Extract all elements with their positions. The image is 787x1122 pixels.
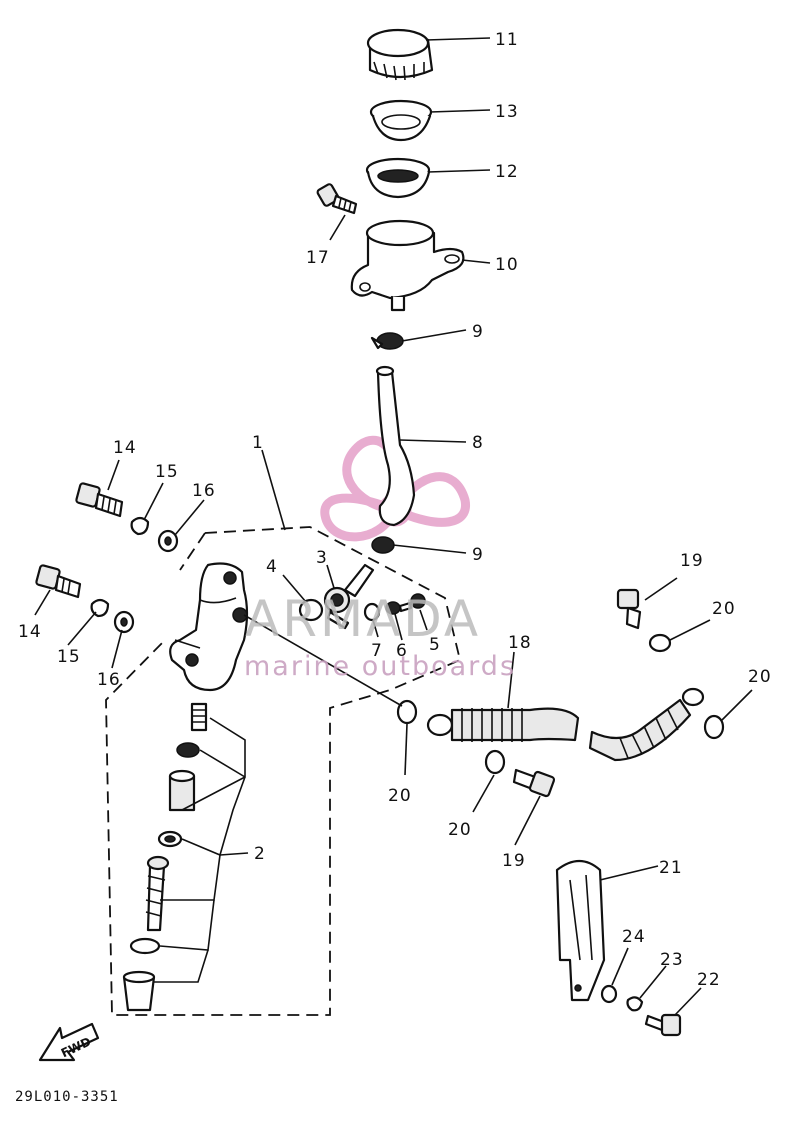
callout-19-upper: 19 — [680, 551, 704, 571]
callout-2: 2 — [254, 844, 266, 864]
callout-4: 4 — [266, 557, 278, 577]
callout-20-lower: 20 — [448, 820, 472, 840]
watermark-brand: ARMADA — [245, 590, 481, 648]
copper-washers — [396, 633, 725, 775]
plain-washer-lower — [113, 610, 135, 634]
callout-19-lower: 19 — [502, 851, 526, 871]
assembly-outline — [105, 526, 462, 1016]
mounting-bolt-lower — [35, 564, 82, 599]
callout-20-upper: 20 — [712, 599, 736, 619]
callout-1: 1 — [252, 433, 264, 453]
leader-lines — [34, 37, 753, 1016]
callout-9-top: 9 — [472, 322, 484, 342]
diaphragm-plate — [369, 99, 433, 142]
forward-arrow: FWD — [38, 1022, 100, 1062]
union-bolt-upper — [616, 588, 642, 630]
callout-15-lower: 15 — [57, 647, 81, 667]
union-bolt-lower — [512, 768, 556, 798]
bolt-5 — [398, 593, 426, 613]
callout-20-right: 20 — [748, 667, 772, 687]
callout-7: 7 — [371, 641, 383, 661]
callout-11: 11 — [495, 30, 519, 50]
master-cylinder-body — [169, 562, 249, 692]
assembly-outline-top — [179, 532, 206, 571]
plain-washer-upper — [157, 529, 179, 553]
callout-16-upper: 16 — [192, 481, 216, 501]
callout-10: 10 — [495, 255, 519, 275]
diaphragm — [365, 157, 431, 199]
callout-14-lower: 14 — [18, 622, 42, 642]
bracket-bolt — [644, 1013, 682, 1037]
callout-9-bottom: 9 — [472, 545, 484, 565]
watermark-tagline: marine outboards — [244, 651, 516, 682]
hose-joint — [323, 563, 375, 630]
callout-5: 5 — [429, 635, 441, 655]
drawing-code: 29L010-3351 — [15, 1089, 119, 1105]
hose-guide-bracket — [555, 859, 606, 1002]
callout-24: 24 — [622, 927, 646, 947]
callout-16-lower: 16 — [97, 670, 121, 690]
reservoir-screw — [316, 183, 358, 215]
bracket-washer-23 — [626, 996, 644, 1012]
callout-6: 6 — [396, 641, 408, 661]
brake-fluid-reservoir — [350, 219, 465, 312]
callout-20-left: 20 — [388, 786, 412, 806]
callout-15-upper: 15 — [155, 462, 179, 482]
callout-17: 17 — [306, 248, 330, 268]
reservoir-hose — [375, 365, 416, 527]
washer-7 — [363, 602, 381, 622]
callout-numbers: 11 13 12 17 10 9 8 9 1 3 4 7 6 5 14 15 1… — [18, 30, 772, 990]
o-ring — [298, 598, 324, 622]
reservoir-cap — [366, 28, 434, 81]
callout-12: 12 — [495, 162, 519, 182]
piston-kit — [122, 702, 208, 1012]
bracket-washer-24 — [600, 984, 618, 1004]
callout-13: 13 — [495, 102, 519, 122]
callout-21: 21 — [659, 858, 683, 878]
callout-3: 3 — [316, 548, 328, 568]
hose-clamp-bottom — [371, 536, 395, 554]
spring-washer-upper — [130, 516, 150, 536]
callout-18: 18 — [508, 633, 532, 653]
callout-8: 8 — [472, 433, 484, 453]
brake-hose — [426, 687, 705, 762]
callout-23: 23 — [660, 950, 684, 970]
mounting-bolt-upper — [75, 482, 124, 518]
callout-22: 22 — [697, 970, 721, 990]
callout-14-upper: 14 — [113, 438, 137, 458]
hose-clamp-top — [370, 332, 404, 350]
